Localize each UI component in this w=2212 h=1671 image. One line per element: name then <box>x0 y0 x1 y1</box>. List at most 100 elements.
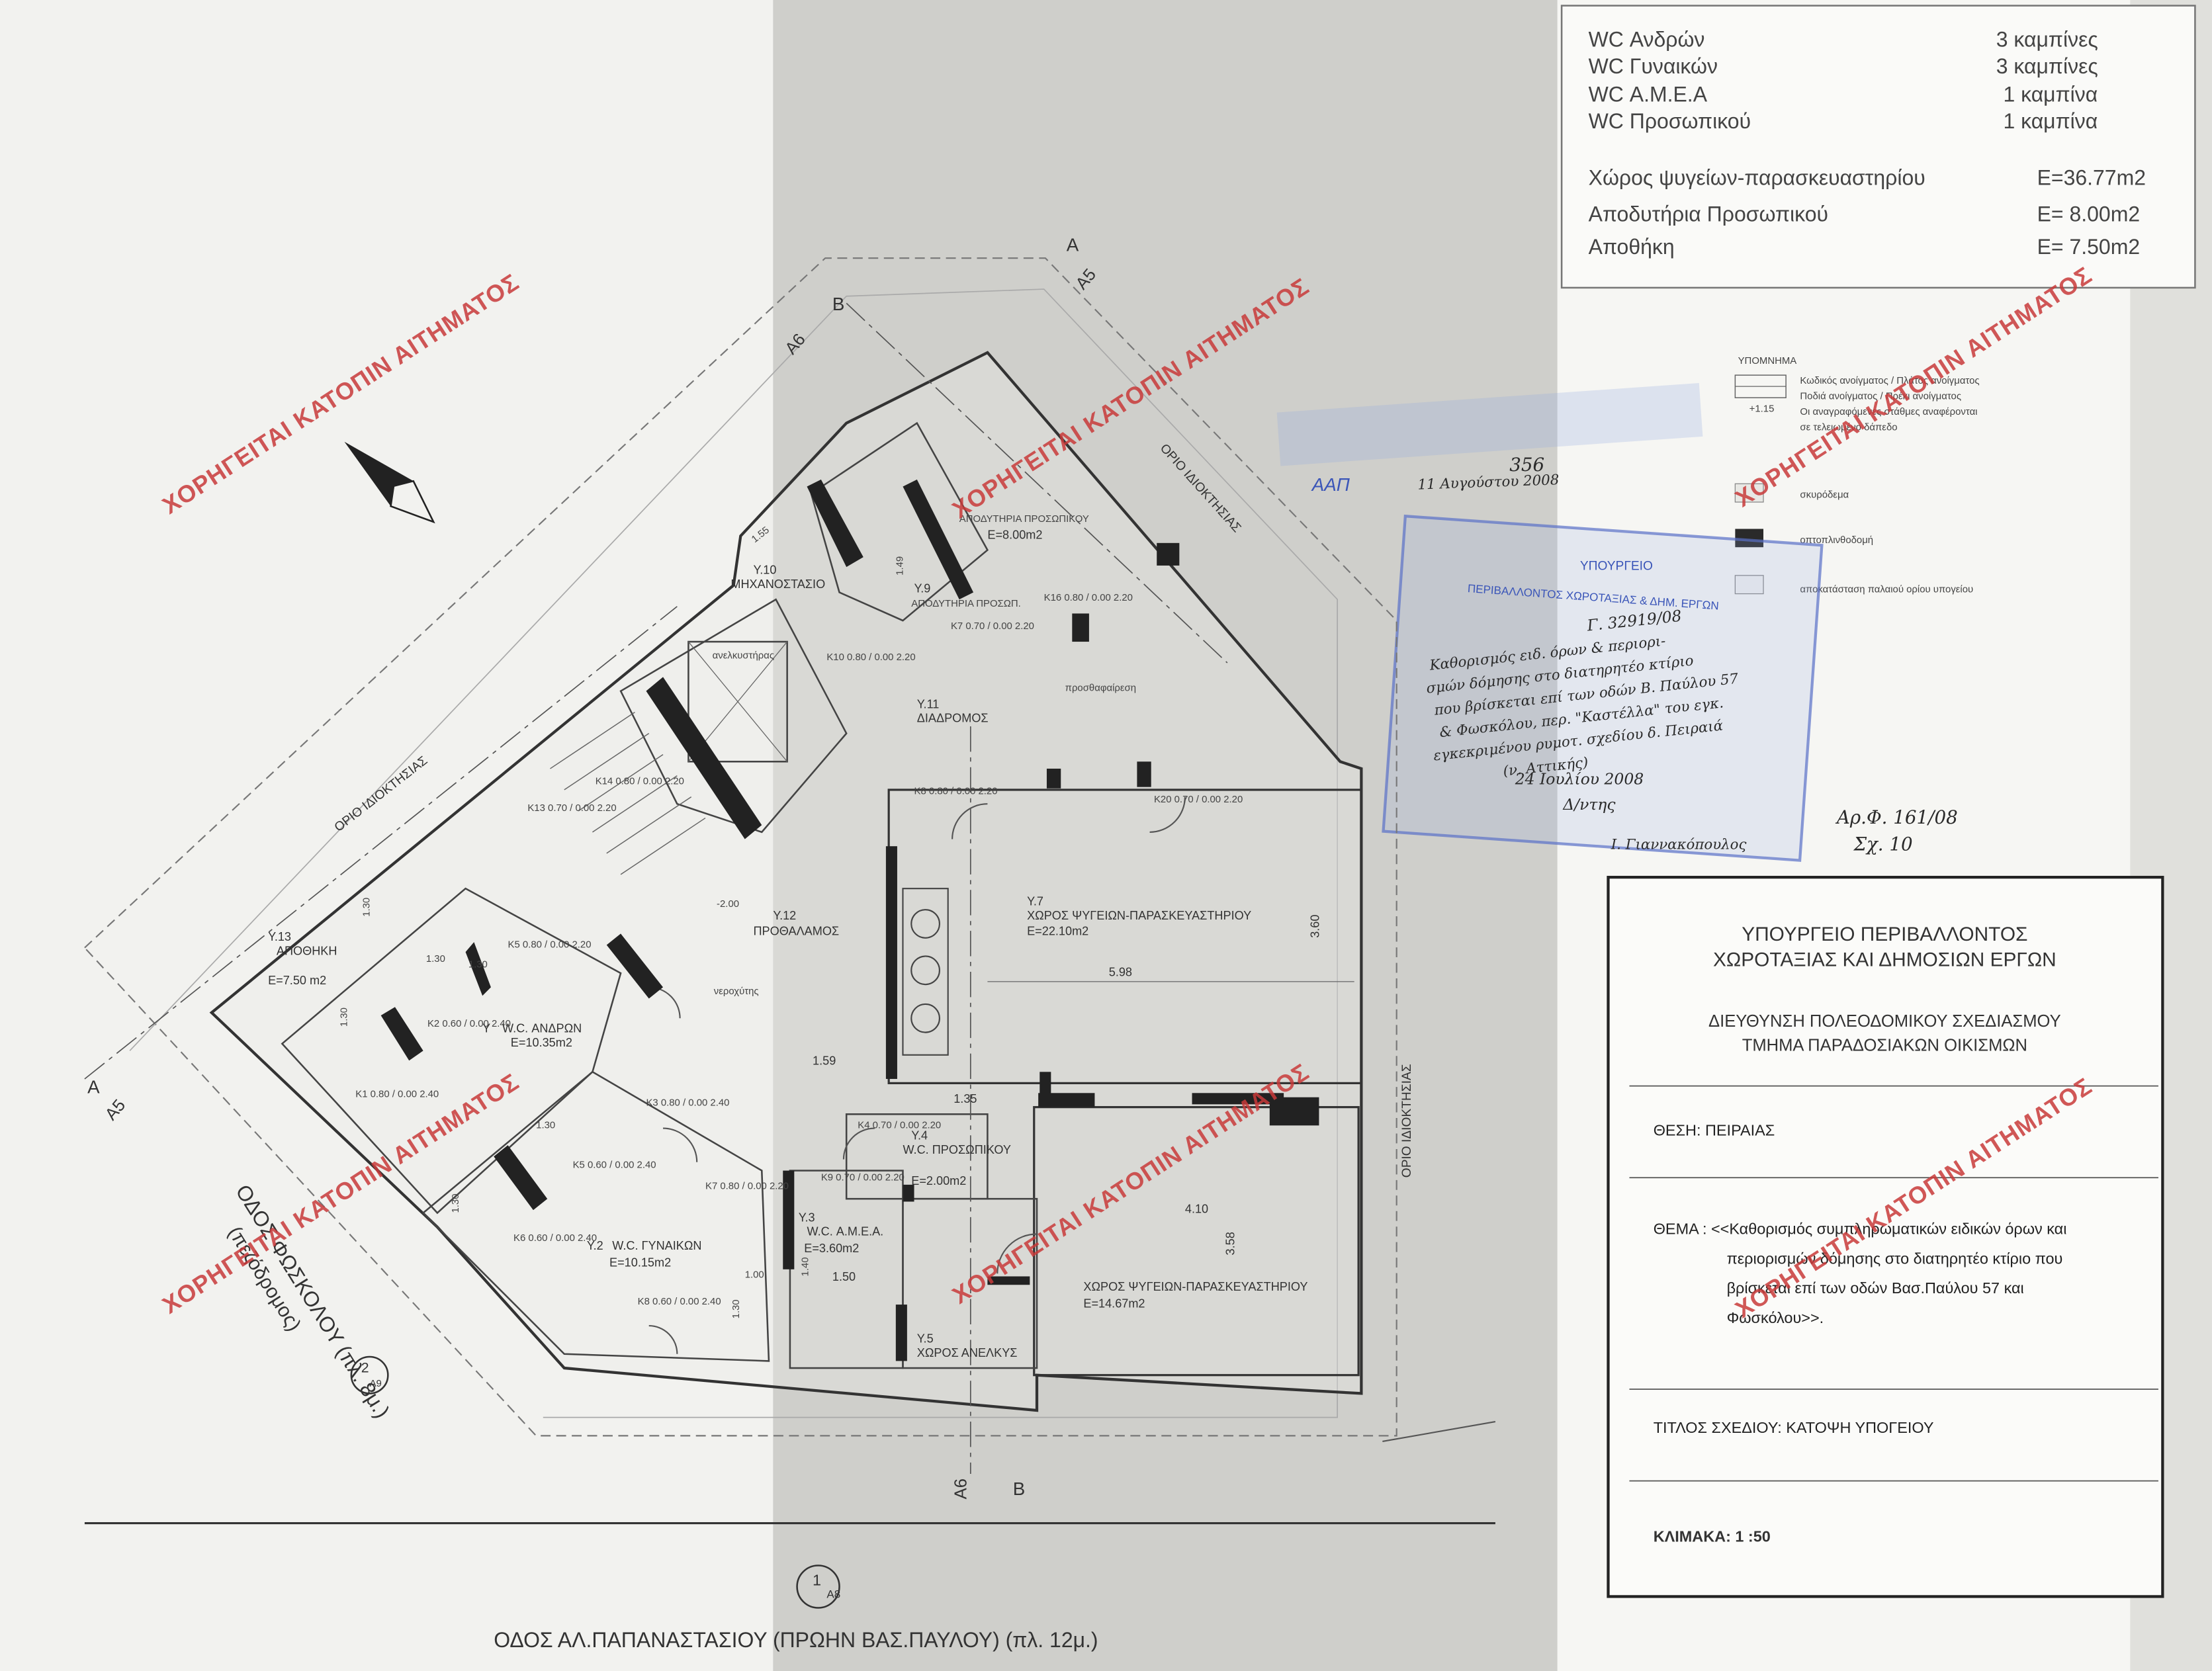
summary-area-value: E= 7.50m2 <box>2037 235 2141 259</box>
dimension: 4.10 <box>1185 1203 1208 1216</box>
title-ministry: ΥΠΟΥΡΓΕΙΟ ΠΕΡΙΒΑΛΛΟΝΤΟΣ <box>1742 923 2027 945</box>
room-name: W.C. ΑΝΔΡΩΝ <box>502 1022 582 1035</box>
legend-item: σκυρόδεμα <box>1800 490 1849 501</box>
legend-item: αποκατάσταση παλαιού ορίου υπογείου <box>1800 583 1973 595</box>
opening-code: K1 0.80 / 0.00 2.40 <box>355 1089 439 1100</box>
room-outline <box>845 1113 989 1200</box>
opening-code: K8 0.60 / 0.00 2.40 <box>638 1296 721 1307</box>
section-mark: A <box>87 1076 100 1097</box>
opening-code: K16 0.80 / 0.00 2.20 <box>1044 592 1133 603</box>
legend-item: Ποδιά ανοίγματος / Πρέκι ανοίγματος <box>1800 390 1961 402</box>
brick-wall <box>646 677 762 839</box>
opening-code: K7 0.70 / 0.00 2.20 <box>951 621 1034 632</box>
dimension: 1.40 <box>800 1257 811 1276</box>
legend-item: Κωδικός ανοίγματος / Πλάτος ανοίγματος <box>1800 375 1979 386</box>
boundary-label: ΟΡΙΟ ΙΔΙΟΚΤΗΣΙΑΣ <box>1400 1064 1414 1178</box>
room-outline <box>281 887 622 1215</box>
summary-area-value: E=36.77m2 <box>2037 165 2146 189</box>
dimension: 3.60 <box>1308 915 1321 938</box>
brick-wall <box>1046 768 1061 789</box>
opening-code: K5 0.60 / 0.00 2.40 <box>573 1159 656 1170</box>
section-mark: B <box>832 294 844 314</box>
elevator-shaft <box>687 640 788 763</box>
brick-wall <box>783 1170 795 1269</box>
dimension: 1.50 <box>832 1270 856 1283</box>
room-code: Y.11 <box>917 697 940 710</box>
sink-counter <box>902 888 949 1056</box>
opening-code: K4 0.70 / 0.00 2.20 <box>858 1120 941 1131</box>
opening-code: K9 0.70 / 0.00 2.20 <box>821 1172 905 1183</box>
opening-code: K6 0.60 / 0.00 2.40 <box>513 1232 597 1244</box>
section-mark: B <box>1013 1478 1025 1499</box>
title-scale: ΚΛΙΜΑΚΑ: 1 :50 <box>1654 1527 1771 1545</box>
room-outline <box>619 598 848 834</box>
summary-row-value: 1 καμπίνα <box>2003 109 2098 133</box>
room-area: E=22.10m2 <box>1027 925 1088 938</box>
brick-wall <box>1157 542 1180 566</box>
legend-brick-swatch <box>1735 529 1763 548</box>
legend-concrete-swatch <box>1734 483 1764 503</box>
misc-label: νεροχύτης <box>714 986 759 997</box>
sink-bowl <box>910 955 940 986</box>
legend-item: σε τελειωμένο δάπεδο <box>1800 421 1897 433</box>
brick-wall <box>1269 1097 1319 1126</box>
room-code: Y.3 <box>799 1211 815 1224</box>
room-name: ΑΠΟΔΥΤΗΡΙΑ ΠΡΟΣΩΠΙΚΟΥ <box>959 513 1089 525</box>
room-area: E=14.67m2 <box>1083 1297 1145 1310</box>
dimension: 1.30 <box>468 959 488 970</box>
room-name: W.C. ΓΥΝΑΙΚΩΝ <box>612 1239 701 1252</box>
brick-wall <box>1192 1093 1284 1105</box>
brick-wall <box>380 1007 423 1061</box>
room-name: ΜΗΧΑΝΟΣΤΑΣΙΟ <box>730 578 825 591</box>
brick-wall <box>465 942 491 996</box>
brick-wall <box>494 1145 548 1211</box>
summary-area-label: Αποδυτήρια Προσωπικού <box>1589 202 1828 226</box>
brick-wall <box>885 846 897 1079</box>
brick-wall <box>987 1276 1030 1285</box>
legend-title: ΥΠΟΜΝΗΜΑ <box>1738 355 1797 366</box>
brick-wall <box>903 1184 914 1202</box>
brick-walls <box>380 479 1319 1361</box>
room-name: ΧΩΡΟΣ ΨΥΓΕΙΩΝ-ΠΑΡΑΣΚΕΥΑΣΤΗΡΙΟΥ <box>1083 1280 1307 1293</box>
dimension: 5.98 <box>1109 965 1132 978</box>
door-swing <box>951 803 988 839</box>
summary-table-frame <box>1560 5 2196 289</box>
detail-marker-ref: A9 <box>370 1378 382 1389</box>
room-name: ΧΩΡΟΣ ΨΥΓΕΙΩΝ-ΠΑΡΑΣΚΕΥΑΣΤΗΡΙΟΥ <box>1027 909 1251 922</box>
opening-code: K8 0.80 / 0.00 2.20 <box>914 785 998 796</box>
brick-wall <box>1137 761 1151 787</box>
title-block: ΥΠΟΥΡΓΕΙΟ ΠΕΡΙΒΑΛΛΟΝΤΟΣ ΧΩΡΟΤΑΞΙΑΣ ΚΑΙ Δ… <box>1607 875 2164 1598</box>
room-outline <box>1033 1106 1360 1377</box>
section-mark: A <box>1067 234 1079 255</box>
north-arrow-tail-icon <box>390 480 435 524</box>
room-area: E=8.00m2 <box>987 528 1042 541</box>
summary-row-value: 3 καμπίνες <box>1996 27 2098 51</box>
summary-row-label: WC Ανδρών <box>1589 27 1705 51</box>
brick-wall <box>606 933 664 999</box>
approval-ref: Σχ. 10 <box>1853 834 1912 855</box>
room-area: E=10.35m2 <box>511 1036 572 1049</box>
sink-bowl <box>910 1003 940 1033</box>
opening-code: K10 0.80 / 0.00 2.20 <box>826 652 915 663</box>
summary-row-label: WC Προσωπικού <box>1589 109 1751 133</box>
detail-marker <box>350 1355 389 1394</box>
summary-row-value: 1 καμπίνα <box>2003 83 2098 107</box>
dimension: 1.49 <box>894 556 905 576</box>
north-arrow-icon <box>344 441 414 507</box>
detail-marker-number: 1 <box>813 1571 821 1588</box>
room-outline <box>421 1070 770 1362</box>
title-location: ΘΕΣΗ: ΠΕΙΡΑΙΑΣ <box>1654 1121 1775 1138</box>
brick-wall <box>1038 1093 1095 1107</box>
room-area: E=7.50 m2 <box>268 974 326 987</box>
staircase <box>550 712 706 875</box>
room-area: E=2.00m2 <box>911 1174 966 1187</box>
room-area: E=10.15m2 <box>609 1256 671 1269</box>
dimension: 1.30 <box>536 1120 555 1131</box>
summary-area-label: Αποθήκη <box>1589 235 1675 259</box>
property-boundary <box>84 257 1397 1437</box>
room-name: ΠΡΟΘΑΛΑΜΟΣ <box>753 925 839 938</box>
room-code: Y.10 <box>753 564 776 577</box>
door-swing <box>663 1127 698 1162</box>
opening-code: K5 0.80 / 0.00 2.20 <box>508 939 592 951</box>
room-name: ΔΙΑΔΡΟΜΟΣ <box>917 712 989 725</box>
